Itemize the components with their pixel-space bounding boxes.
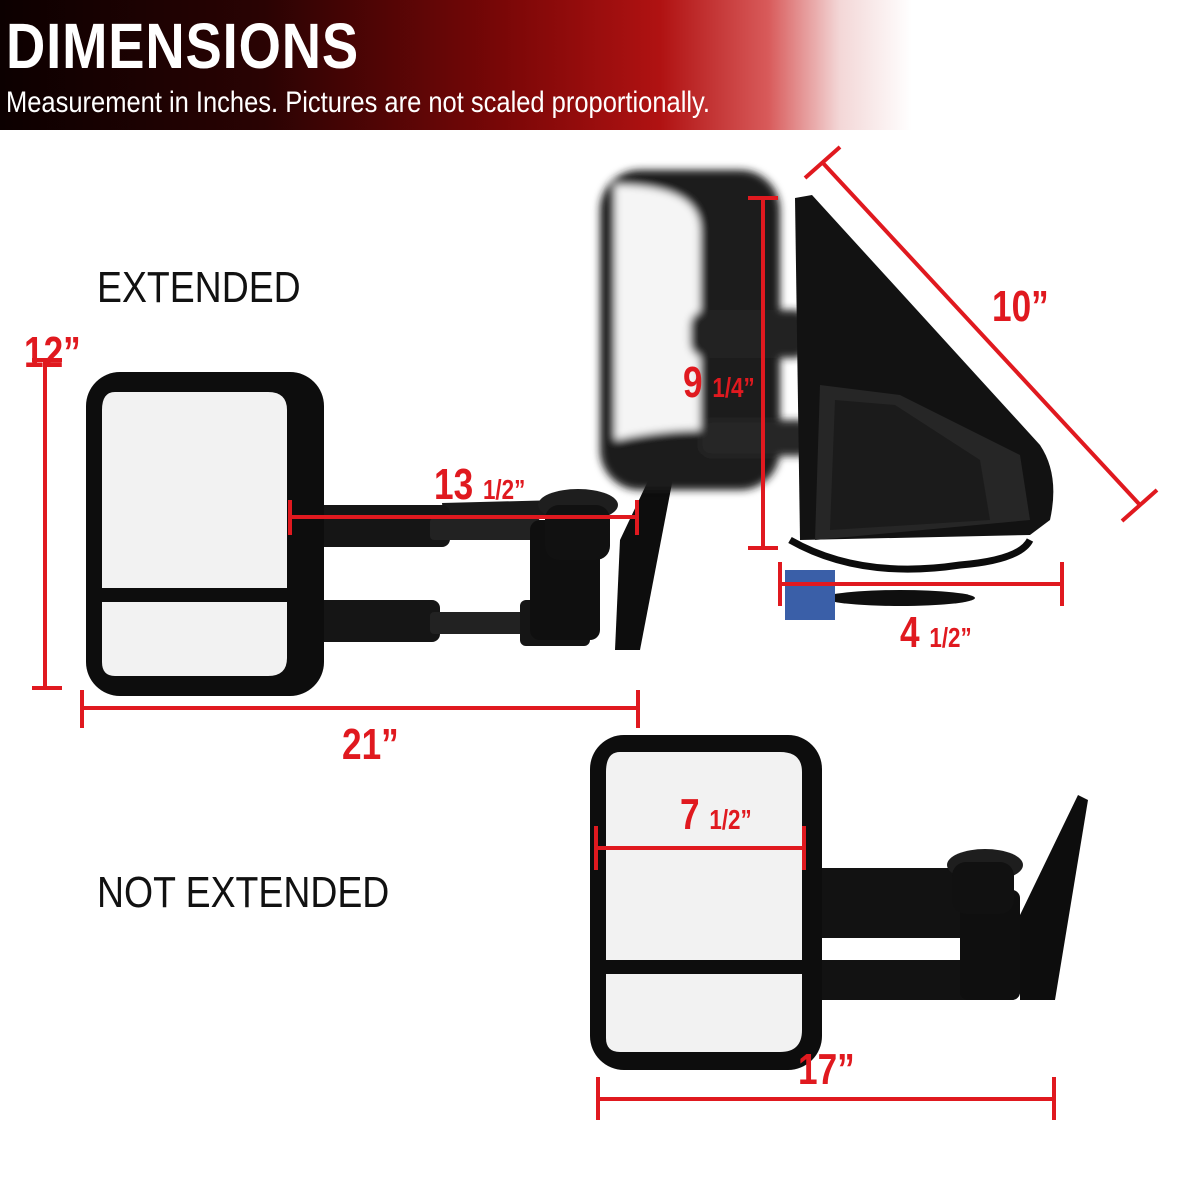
not-extended-mirror-illustration (590, 735, 1088, 1070)
extended-mirror-illustration (86, 372, 678, 696)
dim-arm-length-frac: 1/2” (482, 474, 526, 505)
dim-retracted-width: 17” (798, 1045, 855, 1094)
label-not-extended: NOT EXTENDED (97, 868, 390, 917)
dim-glass-width-whole: 7 (680, 790, 700, 839)
dim-side-height: 9 1/4” (683, 358, 755, 413)
header-banner: DIMENSIONS Measurement in Inches. Pictur… (0, 0, 1200, 130)
dim-arm-length: 13 1/2” (434, 460, 525, 515)
dim-base-width-whole: 4 (900, 608, 920, 657)
label-extended: EXTENDED (97, 263, 301, 312)
dim-extended-width: 21” (342, 720, 399, 769)
page-subtitle: Measurement in Inches. Pictures are not … (6, 86, 710, 119)
dim-extended-height: 12” (24, 328, 81, 377)
dim-side-height-whole: 9 (683, 358, 703, 407)
dim-base-width: 4 1/2” (900, 608, 972, 663)
dim-base-width-frac: 1/2” (929, 622, 972, 653)
dim-glass-width-frac: 1/2” (709, 804, 752, 835)
side-view-mirror-illustration (600, 170, 1054, 620)
dim-diagonal: 10” (992, 282, 1049, 331)
dim-arm-length-whole: 13 (434, 460, 474, 509)
page-title: DIMENSIONS (6, 10, 360, 82)
dimension-lines (32, 145, 1159, 1120)
dim-side-height-frac: 1/4” (712, 372, 755, 403)
dim-glass-width: 7 1/2” (680, 790, 752, 845)
